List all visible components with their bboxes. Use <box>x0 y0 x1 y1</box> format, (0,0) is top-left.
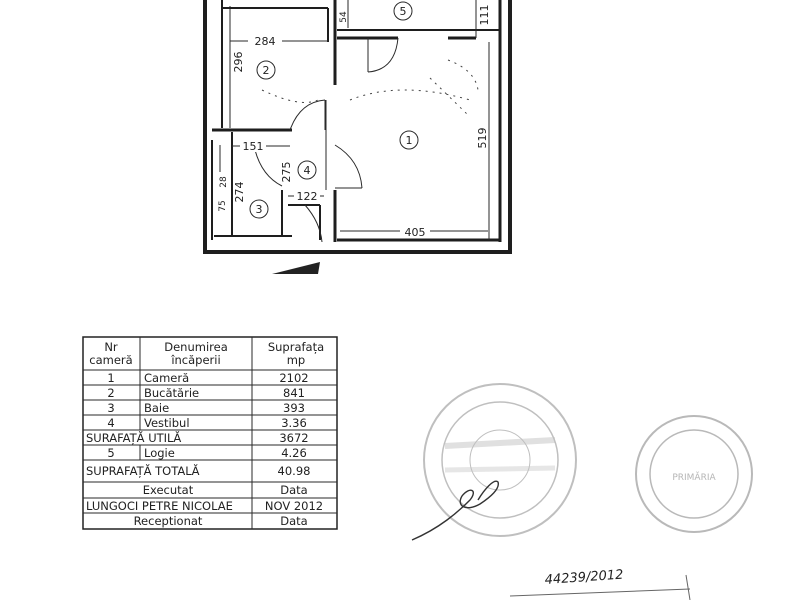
header-incaperii: încăperii <box>170 353 220 367</box>
row-3-nr: 3 <box>107 401 114 415</box>
signature <box>411 480 499 541</box>
row-1-name: Cameră <box>144 371 189 385</box>
row-4-name: Vestibul <box>144 416 190 430</box>
room-5-marker: 5 <box>393 1 413 21</box>
svg-text:5: 5 <box>400 5 407 18</box>
row-1-area: 2102 <box>279 371 308 385</box>
dim-405: 405 <box>405 226 426 239</box>
stamp-right-text: PRIMĂRIA <box>672 471 716 483</box>
outer-wall <box>203 0 512 254</box>
svg-text:2: 2 <box>263 64 270 77</box>
useful-surface-label: SURAFAȚĂ UTILĂ <box>86 430 181 445</box>
received-label: Receptionat <box>134 514 203 528</box>
north-arrow-icon <box>272 262 320 274</box>
dim-122: 122 <box>297 190 318 203</box>
svg-text:3: 3 <box>256 203 263 216</box>
room-4-marker: 4 <box>297 160 317 180</box>
total-surface-label: SUPRAFAȚĂ TOTALĂ <box>86 463 200 478</box>
row-2-area: 841 <box>283 386 305 400</box>
dim-111: 111 <box>478 5 491 26</box>
room-3-marker: 3 <box>249 199 269 219</box>
dim-151: 151 <box>243 140 264 153</box>
executor-date: NOV 2012 <box>265 499 323 513</box>
dim-75: 75 <box>218 200 228 211</box>
surface-table: Nr cameră Denumirea încăperii Suprafața … <box>82 336 338 530</box>
dim-284: 284 <box>255 35 276 48</box>
round-stamp-right: PRIMĂRIA <box>635 415 753 533</box>
svg-text:1: 1 <box>406 134 413 147</box>
executed-label: Executat <box>143 483 194 497</box>
header-camera: cameră <box>89 353 132 367</box>
dim-28: 28 <box>219 176 229 188</box>
dim-54: 54 <box>339 11 349 23</box>
round-stamp-left <box>423 383 577 537</box>
dim-275: 275 <box>280 162 293 183</box>
received-value: Data <box>280 514 307 528</box>
row-5-name: Logie <box>144 446 175 460</box>
svg-text:4: 4 <box>304 164 311 177</box>
header-nr: Nr <box>104 340 118 354</box>
registration-number: 44239/2012 <box>544 568 624 588</box>
row-1-nr: 1 <box>107 371 114 385</box>
header-suprafata: Suprafața <box>268 340 324 354</box>
header-mp: mp <box>287 353 306 367</box>
row-3-name: Baie <box>144 401 169 415</box>
room-1-marker: 1 <box>399 130 419 150</box>
row-5-nr: 5 <box>107 446 114 460</box>
row-4-nr: 4 <box>107 416 114 430</box>
dim-274: 274 <box>233 182 246 203</box>
dim-519: 519 <box>476 128 489 149</box>
row-3-area: 393 <box>283 401 305 415</box>
executed-value: Data <box>280 483 307 497</box>
dim-296: 296 <box>232 52 245 73</box>
executor-name: LUNGOCI PETRE NICOLAE <box>86 499 233 513</box>
useful-surface-value: 3672 <box>279 431 308 445</box>
row-2-name: Bucătărie <box>144 386 199 400</box>
row-5-area: 4.26 <box>281 446 307 460</box>
row-2-nr: 2 <box>107 386 114 400</box>
row-4-area: 3.36 <box>281 416 307 430</box>
header-denumirea: Denumirea <box>164 340 228 354</box>
room-2-marker: 2 <box>256 60 276 80</box>
floor-plan: 1 2 3 4 5 284 296 54 111 519 151 275 <box>203 0 512 274</box>
total-surface-value: 40.98 <box>278 464 311 478</box>
